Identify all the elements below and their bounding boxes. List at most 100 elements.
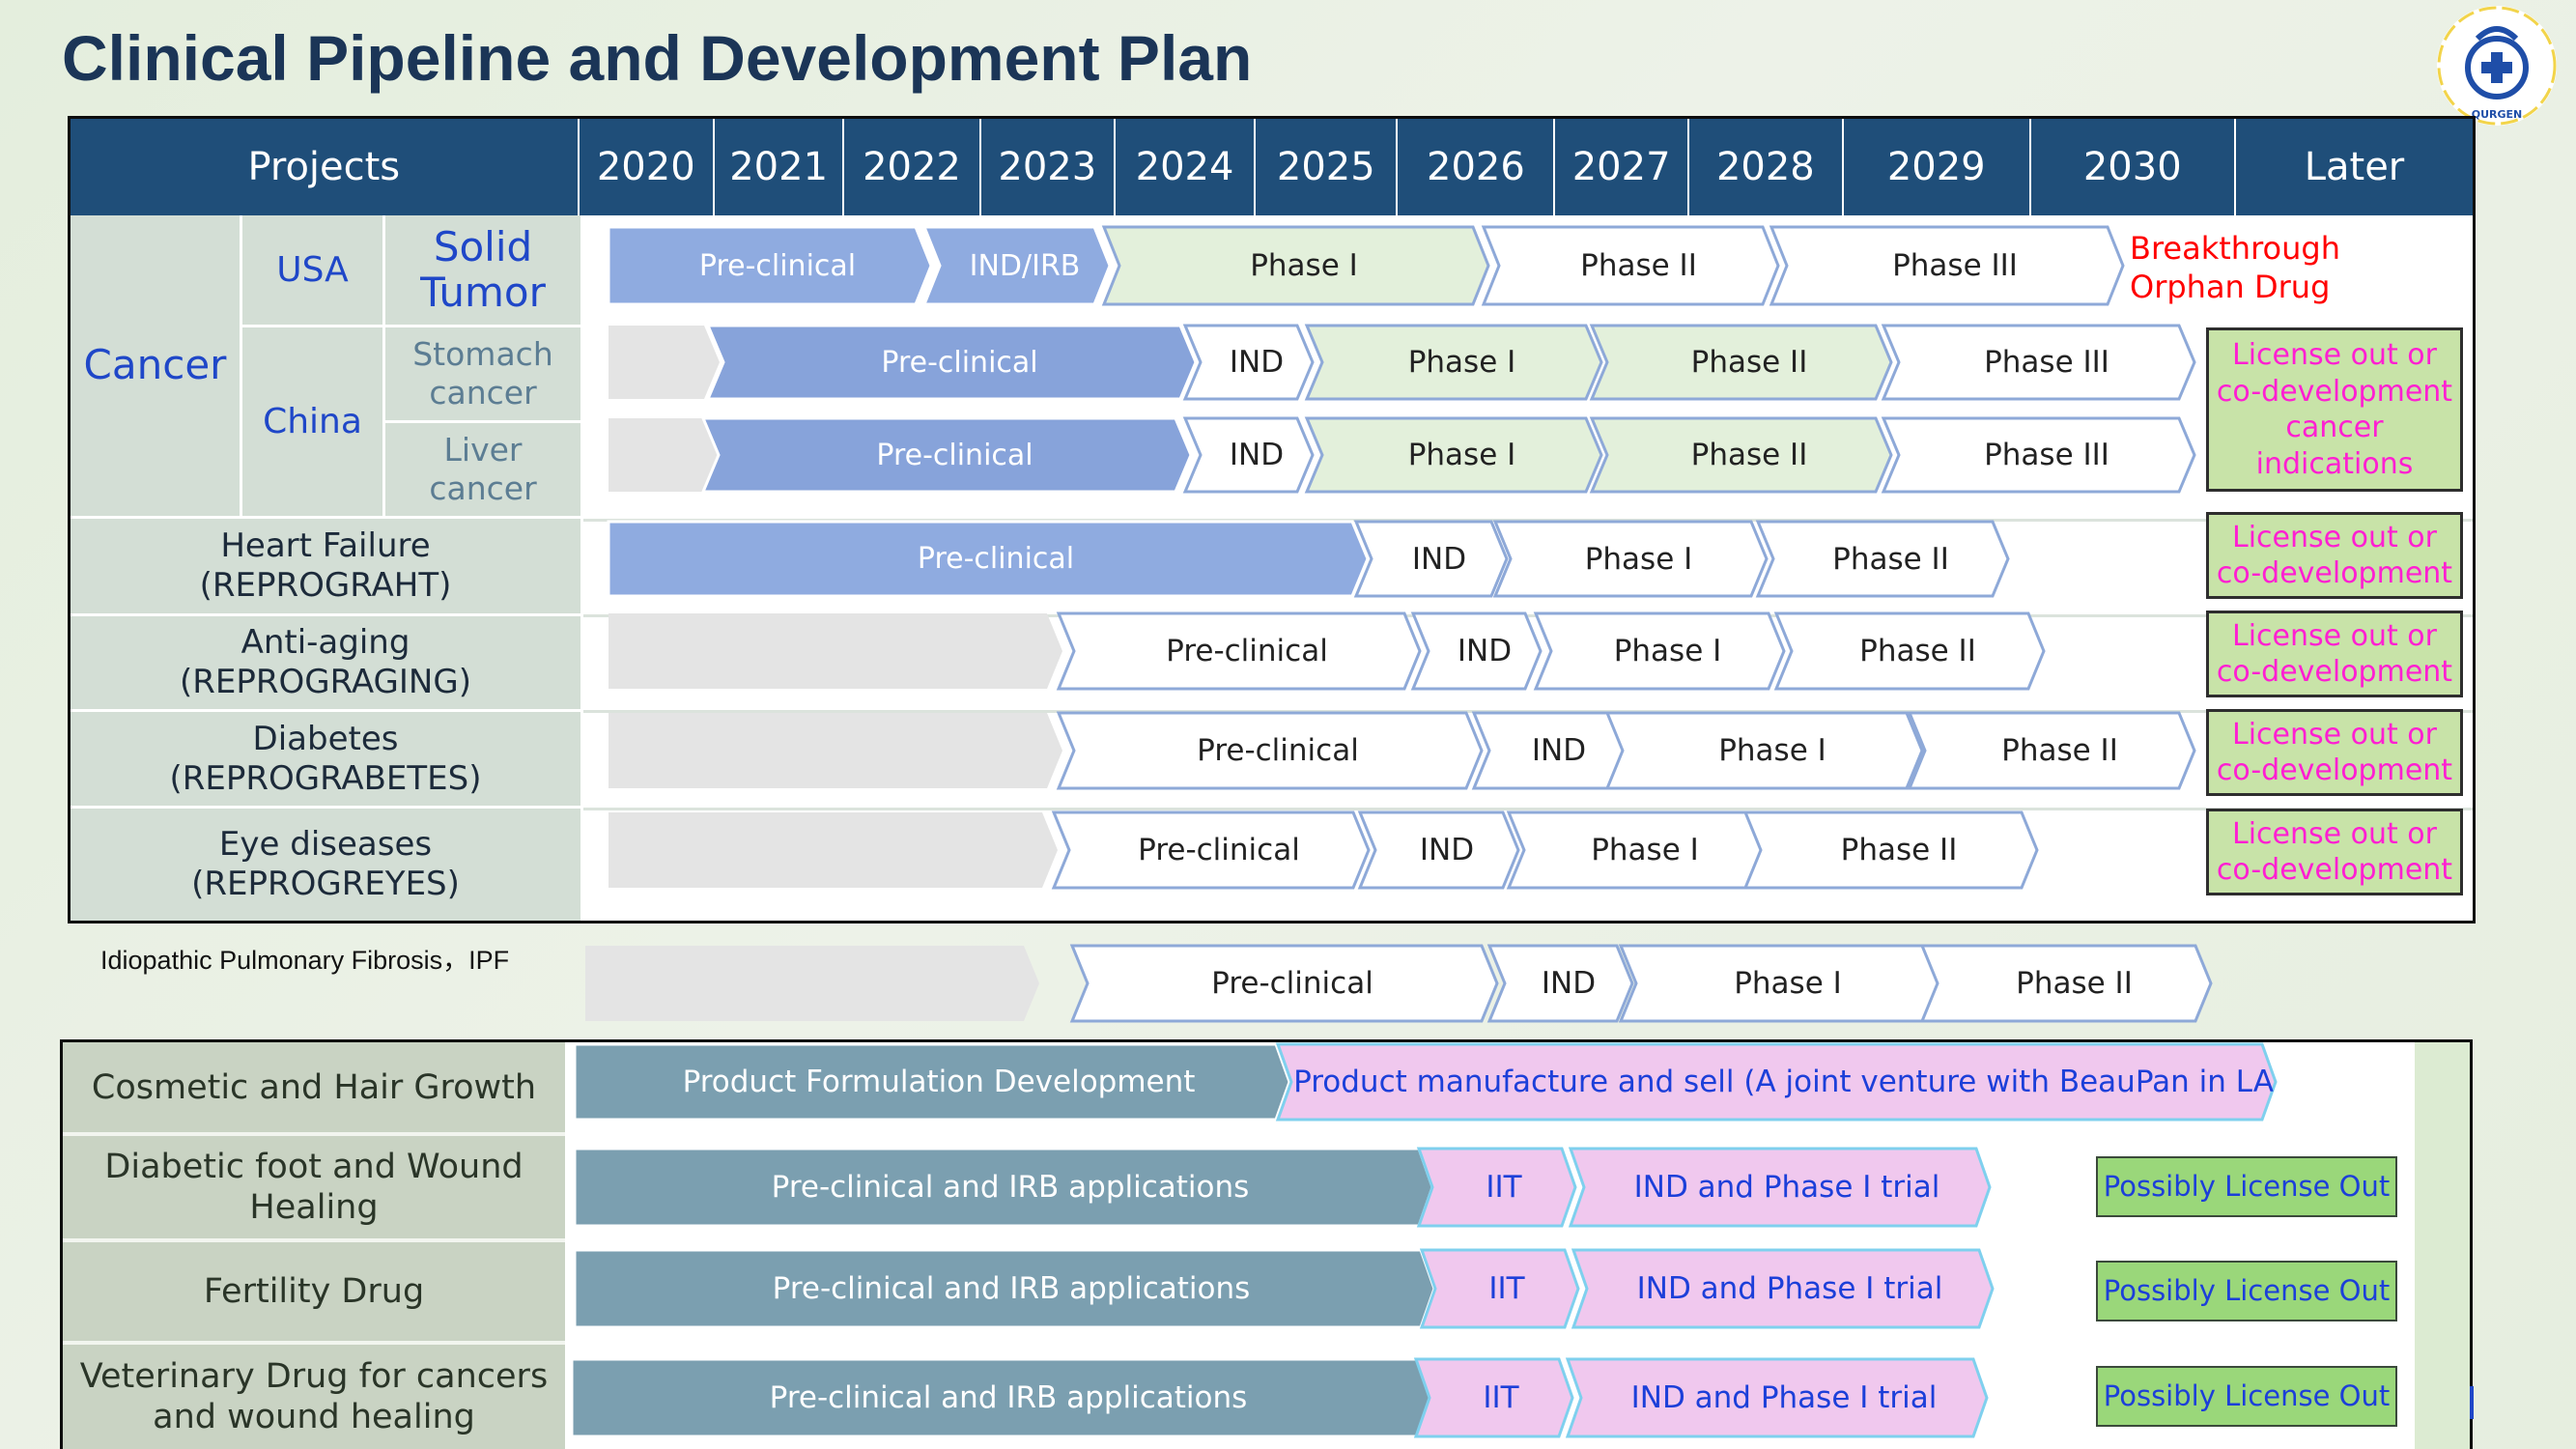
label-cosmetic: Cosmetic and Hair Growth	[63, 1042, 565, 1136]
chevron-shape	[607, 520, 1370, 598]
bar-label: Pre-clinical	[876, 438, 1033, 472]
breakthrough-orphan-drug-note: Breakthrough Orphan Drug	[2130, 230, 2340, 305]
bar-diabetes-phase-i: Phase I	[1604, 711, 1924, 790]
bar-antiaging-pre-clinical: Pre-clinical	[1056, 611, 1422, 691]
bar-label: IND and Phase I trial	[1633, 1170, 1940, 1205]
chevron-shape	[1353, 520, 1509, 598]
bar-label: Pre-clinical and IRB applications	[772, 1271, 1251, 1306]
bar-eye-phase-ii: Phase II	[1742, 810, 2039, 890]
header-year-later: Later	[2235, 119, 2473, 215]
bar-label: Phase II	[2001, 733, 2118, 768]
chevron-shape	[585, 946, 1039, 1021]
bar-label: Phase I	[1250, 248, 1358, 283]
bar-liver-phase-iii: Phase III	[1881, 416, 2196, 494]
chevron-shape	[1481, 225, 1780, 306]
bar-label: Phase II	[1859, 634, 1976, 668]
license-out-diabetes-box: License out or co-development	[2206, 709, 2463, 796]
label-liver-cancer: Liver cancer	[385, 423, 583, 519]
bar-label: Phase III	[1892, 248, 2018, 283]
bar-stomach-phase-iii: Phase III	[1881, 324, 2196, 401]
label-heart-failure: Heart Failure (REPROGRAHT)	[71, 519, 583, 616]
bar-stomach-phase-ii: Phase II	[1589, 324, 1893, 401]
label-usa: USA	[242, 215, 385, 327]
bar-diabetes-placeholder	[609, 712, 1062, 789]
chevron-shape	[1051, 810, 1371, 890]
label-eye-diseases: Eye diseases (REPROGREYES)	[71, 809, 583, 921]
header-year-2025: 2025	[1256, 119, 1399, 215]
bar-diabetic-foot-pre-clinical-and-irb-applications: Pre-clinical and IRB applications	[573, 1147, 1434, 1228]
chevron-shape	[1275, 1042, 2278, 1122]
bar-label: Phase III	[1984, 345, 2109, 380]
bar-usa-solid-pre-clinical: Pre-clinical	[607, 225, 933, 306]
bar-usa-solid-phase-ii: Phase II	[1481, 225, 1780, 306]
label-stomach-cancer: Stomach cancer	[385, 327, 583, 423]
bar-fertility-iit: IIT	[1419, 1248, 1580, 1329]
bar-usa-solid-phase-iii: Phase III	[1769, 225, 2125, 306]
chevron-shape	[1881, 324, 2196, 401]
chevron-shape	[1486, 944, 1634, 1023]
bar-label: IND/IRB	[969, 248, 1081, 283]
bar-diabetes-phase-ii: Phase II	[1907, 711, 2196, 790]
chevron-shape	[607, 225, 933, 306]
header-year-2028: 2028	[1688, 119, 1844, 215]
bar-label: Pre-clinical	[1211, 966, 1373, 1001]
label-fertility: Fertility Drug	[63, 1242, 565, 1345]
bar-antiaging-phase-ii: Phase II	[1773, 611, 2046, 691]
bar-label: Phase I	[1407, 438, 1516, 472]
label-diabetes: Diabetes (REPROGRABETES)	[71, 712, 583, 809]
bar-veterinary-pre-clinical-and-irb-applications: Pre-clinical and IRB applications	[570, 1357, 1433, 1438]
bar-label: IND	[1419, 833, 1475, 867]
bar-label: Phase II	[2016, 966, 2133, 1001]
row-divider	[583, 614, 2473, 617]
chevron-shape	[1182, 324, 1315, 401]
bar-label: IND and Phase I trial	[1636, 1271, 1943, 1306]
label-ipf: Idiopathic Pulmonary Fibrosis，IPF	[100, 946, 510, 975]
bar-label: IIT	[1488, 1271, 1525, 1306]
page-title: Clinical Pipeline and Development Plan	[62, 22, 1253, 94]
chevron-shape	[1755, 520, 2010, 598]
header-year-2020: 2020	[579, 119, 715, 215]
bar-eye-ind: IND	[1357, 810, 1520, 890]
bar-heart-pre-clinical: Pre-clinical	[607, 520, 1370, 598]
chevron-shape	[1492, 520, 1769, 598]
chevron-shape	[1056, 611, 1422, 691]
chevron-shape	[1769, 225, 2125, 306]
chevron-shape	[1604, 711, 1924, 790]
chevron-shape	[1533, 611, 1786, 691]
chevron-shape	[1568, 1147, 1992, 1228]
chevron-shape	[609, 613, 1062, 689]
bar-label: Pre-clinical	[881, 345, 1038, 380]
bar-usa-solid-phase-i: Phase I	[1101, 225, 1490, 306]
bar-label: Pre-clinical and IRB applications	[771, 1170, 1250, 1205]
bar-fertility-ind-and-phase-i-trial: IND and Phase I trial	[1571, 1248, 1995, 1329]
chevron-shape	[1357, 810, 1520, 890]
bar-liver-placeholder	[609, 417, 720, 493]
bar-liver-phase-i: Phase I	[1304, 416, 1603, 494]
label-veterinary: Veterinary Drug for cancers and wound he…	[63, 1345, 565, 1449]
row-divider	[583, 808, 2473, 810]
bar-stomach-placeholder	[609, 325, 720, 400]
bar-label: Phase II	[1690, 345, 1808, 380]
bar-cosmetic-product-formulation-development: Product Formulation Development	[573, 1042, 1291, 1122]
chevron-shape	[1304, 416, 1603, 494]
chevron-shape	[1410, 611, 1543, 691]
bar-antiaging-phase-i: Phase I	[1533, 611, 1786, 691]
header-year-2029: 2029	[1843, 119, 2031, 215]
chevron-shape	[573, 1042, 1291, 1122]
bar-label: Phase II	[1580, 248, 1697, 283]
bar-diabetes-ind: IND	[1471, 711, 1630, 790]
bar-label: Pre-clinical	[1197, 733, 1359, 768]
chevron-shape	[700, 416, 1193, 494]
header-year-2027: 2027	[1555, 119, 1689, 215]
bar-label: IND	[1411, 541, 1467, 577]
chevron-shape	[1304, 324, 1603, 401]
blue-edge-mark	[2470, 1386, 2474, 1419]
bar-label: Product Formulation Development	[682, 1065, 1196, 1099]
logo-emblem: QURGEN	[2437, 6, 2557, 126]
chevron-shape	[1565, 1357, 1989, 1438]
company-logo: QURGEN	[2424, 0, 2569, 130]
bar-label: Pre-clinical	[1166, 634, 1328, 668]
chevron-shape	[1881, 416, 2196, 494]
bar-heart-ind: IND	[1353, 520, 1509, 598]
